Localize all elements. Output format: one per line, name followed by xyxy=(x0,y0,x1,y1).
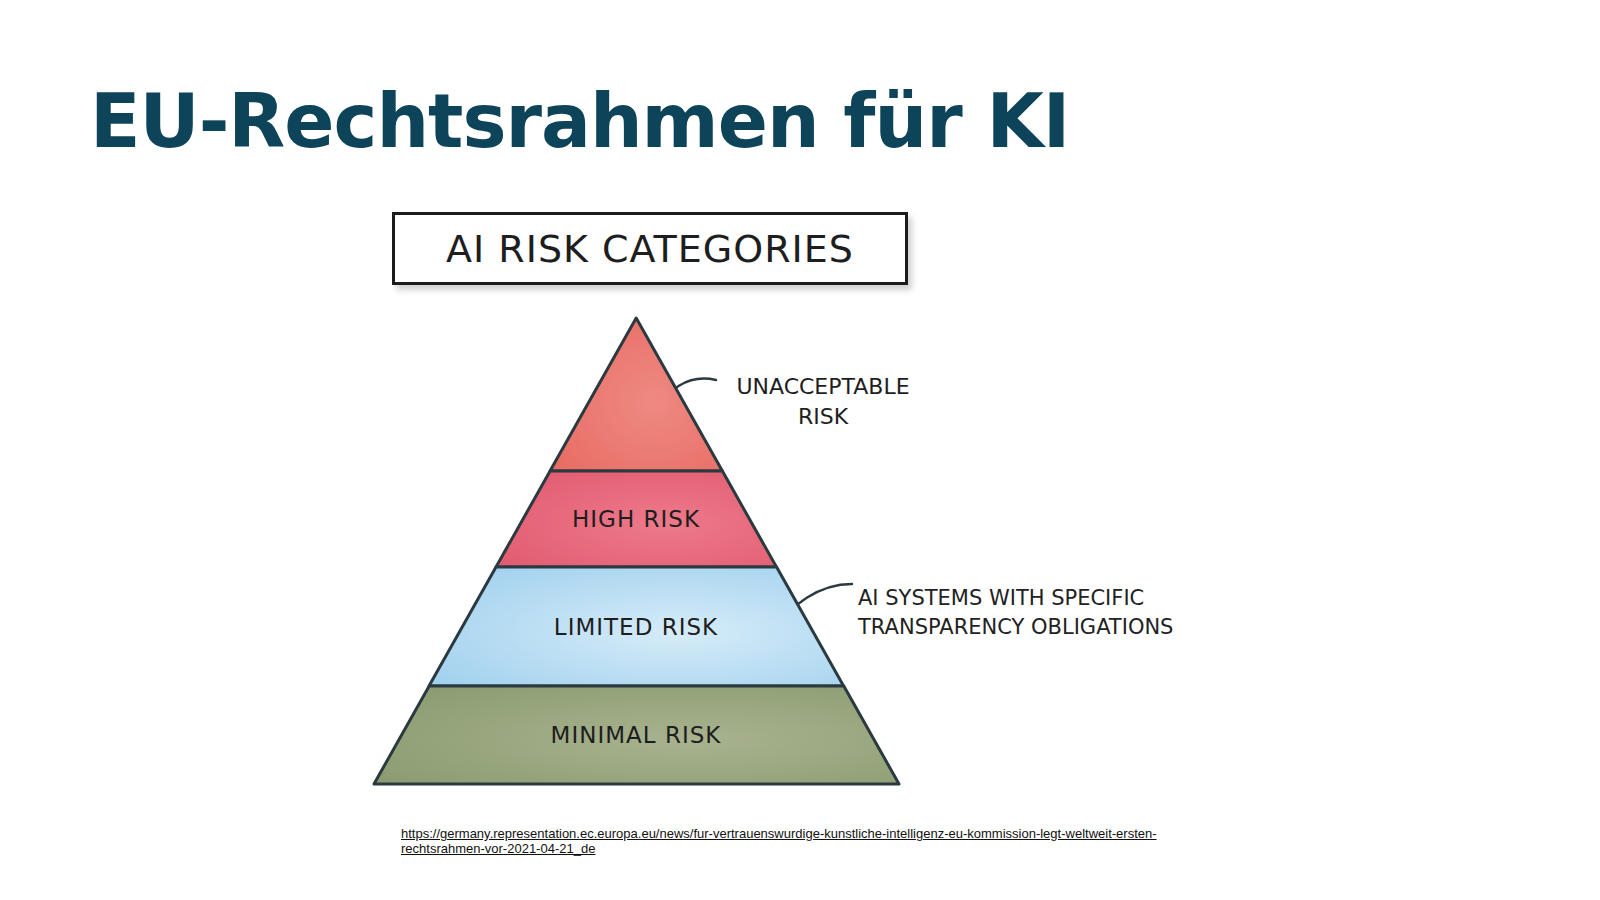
pyramid-band: UNACCEPTABLE RISK xyxy=(550,318,722,471)
source-link: https://germany.representation.ec.europa… xyxy=(401,826,1181,856)
heading-text: AI RISK CATEGORIES xyxy=(446,227,854,271)
band-outline xyxy=(374,686,899,784)
band-outline xyxy=(429,567,844,686)
band-shape xyxy=(550,318,722,471)
heading-box: AI RISK CATEGORIES xyxy=(392,212,908,285)
pyramid-band: HIGH RISK xyxy=(496,471,777,567)
slide-title: EU-Rechtsrahmen für KI xyxy=(90,78,1069,164)
pyramid-band: MINIMAL RISK xyxy=(374,686,899,784)
band-label: HIGH RISK xyxy=(496,471,777,567)
band-outline xyxy=(496,471,776,567)
band-callout: UNACCEPTABLE RISK xyxy=(728,372,918,432)
band-label: LIMITED RISK xyxy=(429,567,844,686)
note-label: AI SYSTEMS WITH SPECIFIC TRANSPARENCY OB… xyxy=(858,584,1188,642)
band-label: MINIMAL RISK xyxy=(374,686,899,784)
pyramid-band: LIMITED RISK xyxy=(429,567,844,686)
band-outline xyxy=(550,318,722,471)
